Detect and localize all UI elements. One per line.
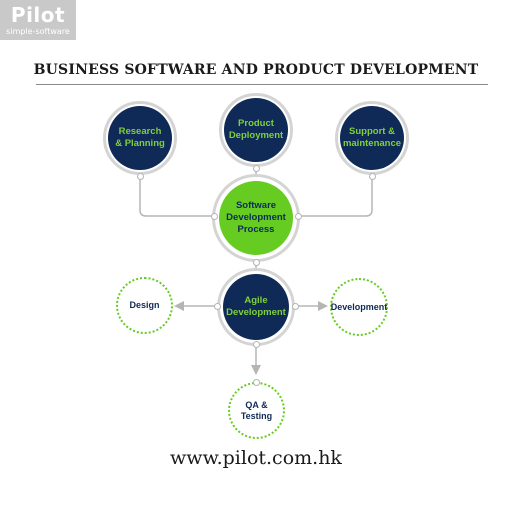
node-design-label: Design <box>129 300 160 310</box>
diagram-title: BUSINESS SOFTWARE AND PRODUCT DEVELOPMEN… <box>33 62 479 78</box>
logo-tagline: simple-software <box>6 27 70 36</box>
title-divider <box>36 84 488 85</box>
node-product-deployment-label: Product Deployment <box>228 118 284 141</box>
pilot-logo: Pilot simple-software <box>0 0 76 40</box>
node-agile-development: Agile Development <box>223 274 289 340</box>
website-url: www.pilot.com.hk <box>170 447 342 469</box>
node-software-development-process-label: Software Development Process <box>226 200 286 235</box>
connector-dot <box>368 172 376 180</box>
node-agile-development-label: Agile Development <box>226 295 286 318</box>
connector-dot <box>213 302 221 310</box>
connector-dot <box>210 212 218 220</box>
node-development-label: Development <box>330 301 388 312</box>
arrow-to-development <box>318 301 328 311</box>
node-qa-testing: QA & Testing <box>228 382 285 439</box>
node-software-development-process: Software Development Process <box>219 181 293 255</box>
node-support-maintenance-label: Support & maintenance <box>342 126 402 149</box>
connector-dot <box>252 340 260 348</box>
connector-support <box>298 176 373 217</box>
arrow-to-qa <box>251 365 261 375</box>
connector-research <box>139 176 214 217</box>
connector-dot <box>294 212 302 220</box>
node-research-planning-label: Research & Planning <box>115 126 165 149</box>
connector-dot <box>136 172 144 180</box>
node-research-planning: Research & Planning <box>108 106 172 170</box>
arrow-to-design <box>174 301 184 311</box>
node-support-maintenance: Support & maintenance <box>340 106 404 170</box>
node-qa-testing-label: QA & Testing <box>240 399 273 421</box>
logo-word: Pilot <box>10 3 66 27</box>
node-development: Development <box>330 278 388 336</box>
connector-dot <box>291 302 299 310</box>
connector-dot <box>252 164 260 172</box>
node-design: Design <box>116 277 173 334</box>
node-product-deployment: Product Deployment <box>224 98 288 162</box>
connector-dot <box>252 378 260 386</box>
connector-dot <box>252 258 260 266</box>
